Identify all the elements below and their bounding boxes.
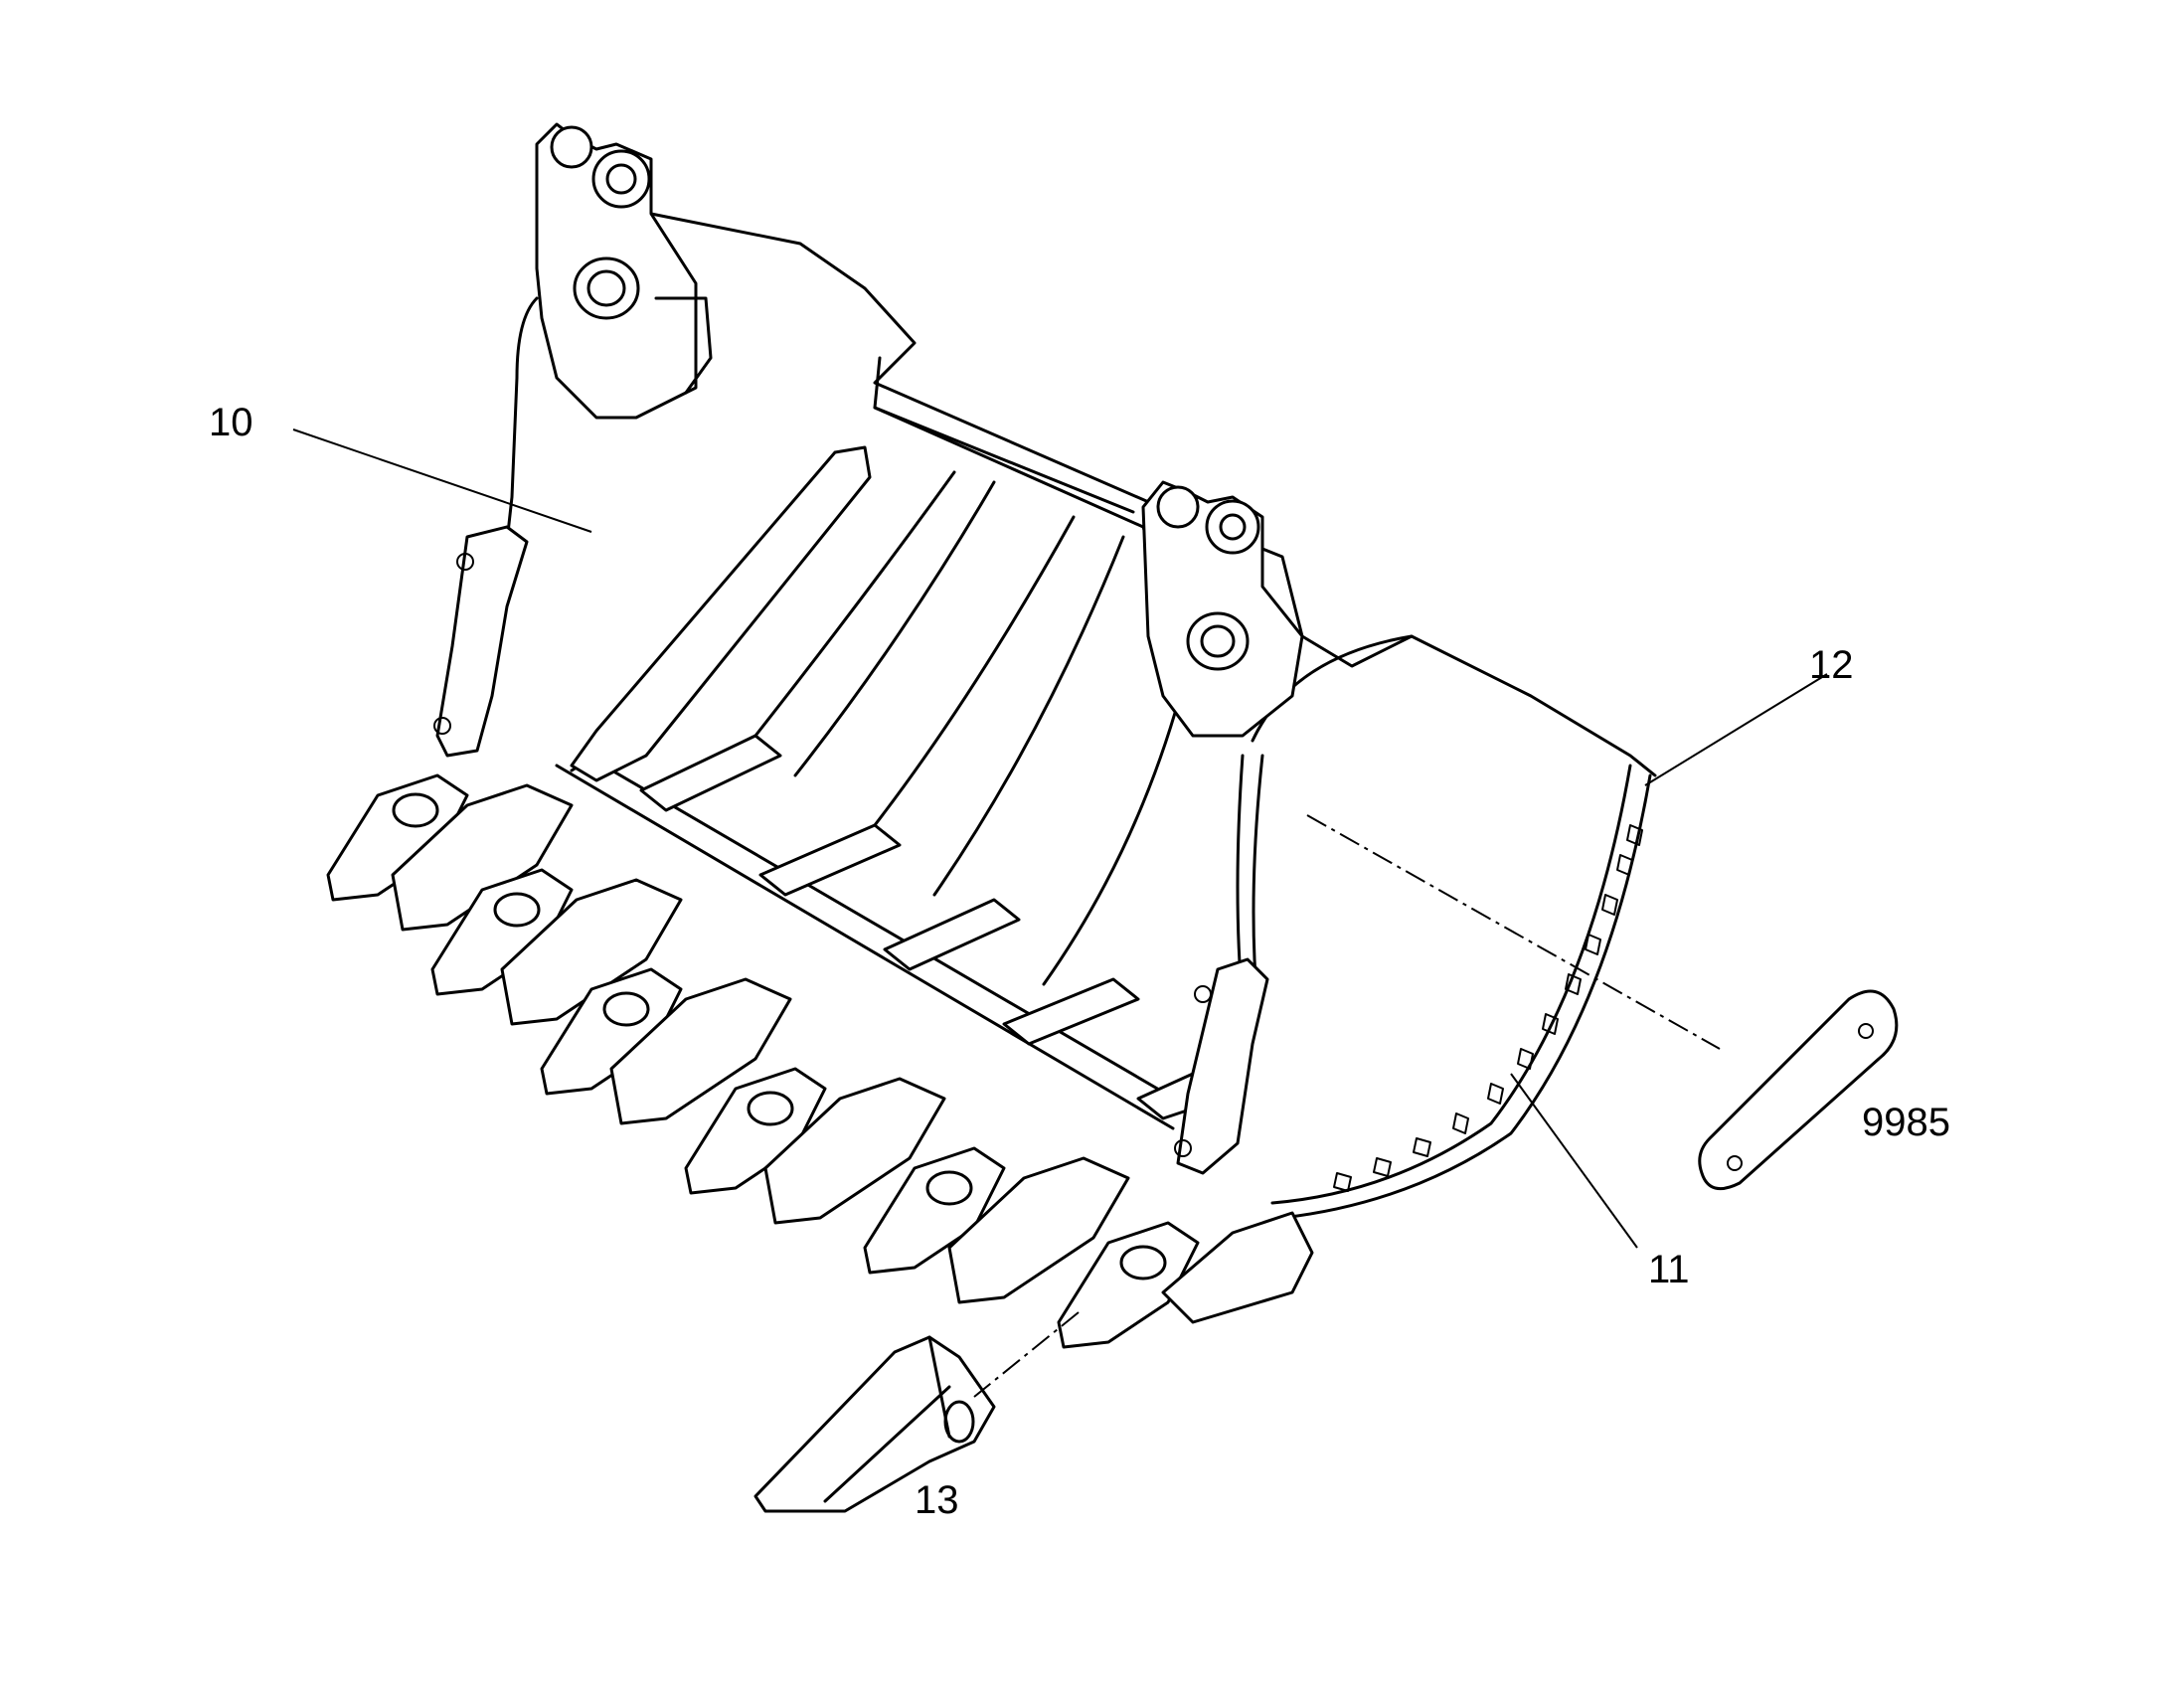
tooth-adapter-5 (863, 1146, 1130, 1304)
left-hinge-bracket (535, 122, 713, 420)
wear-strip-segments (1333, 824, 1643, 1192)
teeth-row (326, 773, 1314, 1349)
plate-part (1698, 989, 1899, 1191)
callout-12: 12 (1809, 643, 1854, 687)
tooth-adapter-1 (326, 773, 574, 932)
leader-lines (292, 428, 1828, 1249)
tooth-adapter-4 (684, 1067, 946, 1225)
callout-9985: 9985 (1862, 1101, 1950, 1144)
loose-tooth (753, 1335, 996, 1513)
right-side-cutter (1174, 957, 1269, 1175)
explode-lines (973, 814, 1721, 1398)
right-hinge-bracket (1141, 480, 1304, 738)
callout-11: 11 (1648, 1248, 1690, 1291)
callout-13: 13 (915, 1478, 959, 1522)
tooth-adapter-6 (1057, 1211, 1314, 1349)
callout-10: 10 (209, 401, 253, 444)
tooth-adapter-3 (540, 967, 792, 1125)
left-side-cutter (433, 525, 529, 758)
tooth-adapter-2 (430, 868, 683, 1026)
